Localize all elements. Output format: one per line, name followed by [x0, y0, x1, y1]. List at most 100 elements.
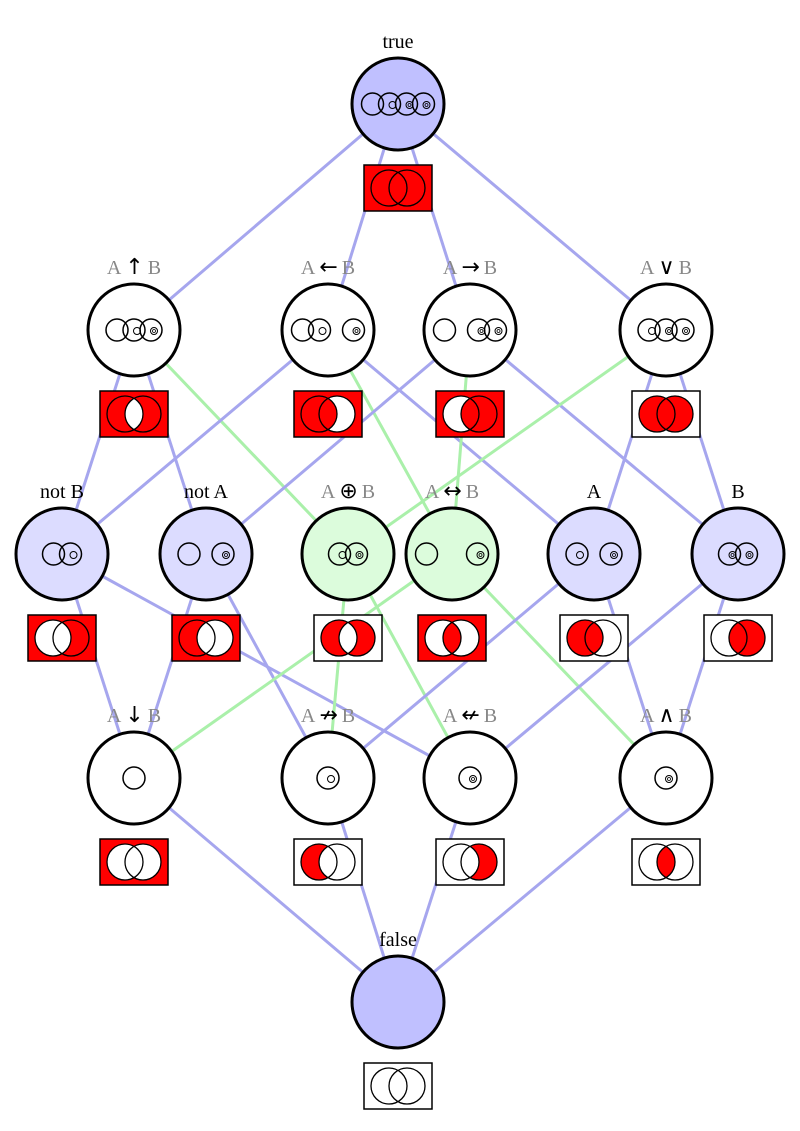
- venn-diagram-icon: [559, 614, 629, 662]
- inner-ring-icon: [211, 542, 235, 566]
- operator-symbol: ↔: [443, 479, 461, 504]
- label-text: B: [342, 705, 355, 727]
- venn-diagram-icon: [313, 614, 383, 662]
- operator-symbol: ↓: [125, 703, 143, 728]
- operator-symbol: ↛: [319, 703, 337, 728]
- node-circle: [546, 506, 642, 602]
- inner-ring-icon: [599, 542, 623, 566]
- node-label: A∧B: [640, 703, 692, 728]
- node-or: A∨B: [618, 255, 714, 438]
- label-text: A: [443, 705, 458, 727]
- label-text: A: [443, 257, 458, 279]
- node-label: A↚B: [443, 703, 497, 728]
- venn-intersection: [389, 1068, 407, 1104]
- node-label: A∨B: [640, 255, 692, 280]
- inner-ring-icon: [377, 92, 402, 116]
- venn-intersection: [461, 844, 479, 880]
- venn-diagram-icon: [99, 390, 169, 438]
- label-text: B: [731, 481, 744, 503]
- venn-diagram-icon: [293, 838, 363, 886]
- venn-diagram-icon: [293, 390, 363, 438]
- venn-intersection: [339, 620, 357, 656]
- node-glyphs: [565, 542, 623, 566]
- label-text: A: [107, 705, 122, 727]
- inner-ring-icon: [654, 766, 678, 790]
- node-label: not B: [40, 481, 84, 503]
- edge-b-cnimp: [468, 552, 740, 780]
- node-glyphs: [432, 318, 508, 342]
- label-text: false: [379, 929, 417, 951]
- venn-intersection: [729, 620, 747, 656]
- node-circle: [350, 56, 446, 152]
- label-text: B: [484, 705, 497, 727]
- inner-ring-icon: [360, 92, 385, 116]
- venn-diagram-icon: [435, 390, 505, 438]
- venn-intersection: [125, 396, 143, 432]
- label-text: B: [466, 481, 479, 503]
- venn-intersection: [585, 620, 603, 656]
- venn-diagram-icon: [435, 838, 505, 886]
- venn-intersection: [53, 620, 71, 656]
- node-circle: [300, 506, 396, 602]
- node-glyphs: [637, 318, 695, 342]
- node-true: true: [350, 31, 446, 212]
- label-text: A: [301, 257, 316, 279]
- label-text: B: [148, 705, 161, 727]
- inner-ring-icon: [58, 542, 83, 566]
- edge-nand-xor: [132, 328, 350, 556]
- node-implication: A→B: [422, 255, 518, 438]
- node-xor: A⊕B: [300, 479, 396, 662]
- operator-symbol: ↑: [125, 255, 143, 280]
- inner-ring-icon: [458, 766, 482, 790]
- node-glyphs: [105, 318, 163, 342]
- node-circle: [14, 506, 110, 602]
- node-label: not A: [184, 481, 228, 503]
- venn-diagram-icon: [631, 390, 701, 438]
- node-and: A∧B: [618, 703, 714, 886]
- operator-symbol: ⊕: [339, 479, 357, 504]
- node-circle: [404, 506, 500, 602]
- operator-symbol: ↚: [461, 703, 479, 728]
- label-text: A: [321, 481, 336, 503]
- label-text: B: [342, 257, 355, 279]
- node-glyphs: [41, 542, 83, 566]
- venn-diagram-icon: [417, 614, 487, 662]
- node-glyphs: [290, 318, 366, 342]
- operator-symbol: ←: [319, 255, 337, 280]
- node-a: A: [546, 481, 642, 662]
- inner-ring-icon: [290, 318, 315, 342]
- node-label: A↛B: [301, 703, 355, 728]
- venn-intersection: [319, 396, 337, 432]
- venn-intersection: [461, 396, 479, 432]
- venn-diagram-icon: [631, 838, 701, 886]
- edge-true-nand: [132, 102, 400, 332]
- node-glyphs: [316, 766, 340, 790]
- operator-symbol: ∨: [659, 255, 675, 280]
- inner-ring-icon: [316, 766, 340, 790]
- edge-implies-nota: [204, 328, 472, 556]
- node-nonimplication: A↛B: [280, 703, 376, 886]
- node-circle: [422, 282, 518, 378]
- node-converse-implication: A←B: [280, 255, 376, 438]
- venn-diagram-icon: [27, 614, 97, 662]
- label-text: A: [107, 257, 122, 279]
- label-text: A: [587, 481, 602, 503]
- inner-ring-icon: [466, 318, 491, 342]
- node-glyphs: [717, 542, 759, 566]
- inner-ring-icon: [177, 542, 201, 566]
- node-glyphs: [360, 92, 436, 116]
- venn-intersection: [197, 620, 215, 656]
- label-text: B: [679, 705, 692, 727]
- node-circle: [158, 506, 254, 602]
- edge-or-xor: [346, 328, 668, 556]
- node-b: B: [690, 481, 786, 662]
- node-false: false: [350, 929, 446, 1110]
- node-label: A←B: [301, 255, 355, 280]
- inner-ring-icon: [465, 542, 490, 566]
- node-glyphs: [327, 542, 369, 566]
- venn-diagram-icon: [703, 614, 773, 662]
- inner-ring-icon: [637, 318, 661, 342]
- venn-diagram-icon: [363, 1062, 433, 1110]
- label-text: B: [362, 481, 375, 503]
- edge-xnor-and: [450, 552, 668, 780]
